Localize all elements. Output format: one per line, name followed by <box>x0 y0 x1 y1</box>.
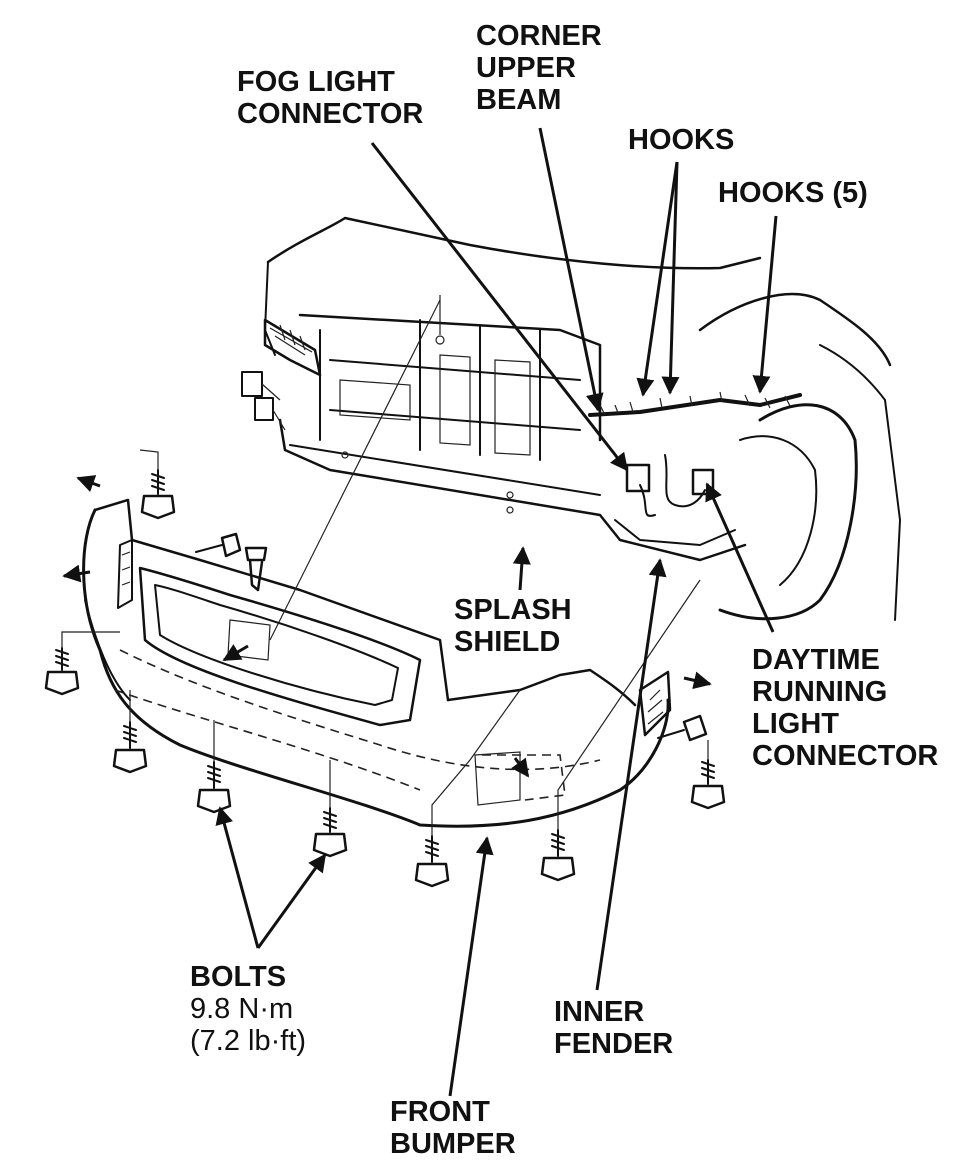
label-line: CONNECTOR <box>752 740 939 772</box>
guide-lines <box>61 299 709 836</box>
bolt-set <box>44 469 726 888</box>
label-hooks: HOOKS <box>628 124 734 156</box>
label-line: BUMPER <box>390 1128 516 1160</box>
label-line: UPPER <box>476 52 576 84</box>
vehicle-body-frame <box>241 216 901 621</box>
label-fog-light-connector: FOG LIGHT CONNECTOR <box>237 66 423 130</box>
label-line: CONNECTOR <box>237 98 424 130</box>
label-line: BEAM <box>476 84 562 116</box>
label-line: HOOKS <box>628 124 735 156</box>
bolt-icon <box>44 647 80 696</box>
label-daytime-running-light-connector: DAYTIME RUNNING LIGHT CONNECTOR <box>752 644 938 772</box>
label-line: BOLTS <box>190 961 287 993</box>
label-line: FENDER <box>554 1028 674 1060</box>
label-line: INNER <box>554 996 645 1028</box>
label-hooks-5: HOOKS (5) <box>718 177 868 209</box>
bolt-icon <box>414 835 450 888</box>
label-inner-fender: INNER FENDER <box>554 996 673 1060</box>
bolt-icon <box>540 829 576 882</box>
bolt-icon <box>112 721 148 774</box>
direction-arrows <box>62 475 712 778</box>
label-line: SPLASH <box>454 594 572 626</box>
clip-icon <box>244 546 268 592</box>
torque-imperial: (7.2 lb·ft) <box>190 1025 307 1057</box>
bolt-icon <box>657 714 708 742</box>
label-splash-shield: SPLASH SHIELD <box>454 594 572 658</box>
label-corner-upper-beam: CORNER UPPER BEAM <box>476 20 602 116</box>
label-line: HOOKS (5) <box>718 177 868 209</box>
label-front-bumper: FRONT BUMPER <box>390 1096 516 1160</box>
label-line: DAYTIME <box>752 644 880 676</box>
bolt-icon <box>312 807 348 858</box>
label-line: RUNNING <box>752 676 888 708</box>
bolt-icon <box>140 469 176 520</box>
label-bolts: BOLTS 9.8 N·m (7.2 lb·ft) <box>190 961 306 1057</box>
bolt-icon <box>195 532 242 558</box>
leader-lines <box>215 127 778 1097</box>
bolt-icon <box>690 759 726 810</box>
label-line: FRONT <box>390 1096 490 1128</box>
bolt-icon <box>196 761 232 814</box>
label-line: SHIELD <box>454 626 561 658</box>
label-line: CORNER <box>476 20 602 52</box>
front-bumper-cover <box>82 498 672 828</box>
label-line: FOG LIGHT <box>237 66 395 98</box>
torque-metric: 9.8 N·m <box>190 993 294 1025</box>
label-line: LIGHT <box>752 708 839 740</box>
